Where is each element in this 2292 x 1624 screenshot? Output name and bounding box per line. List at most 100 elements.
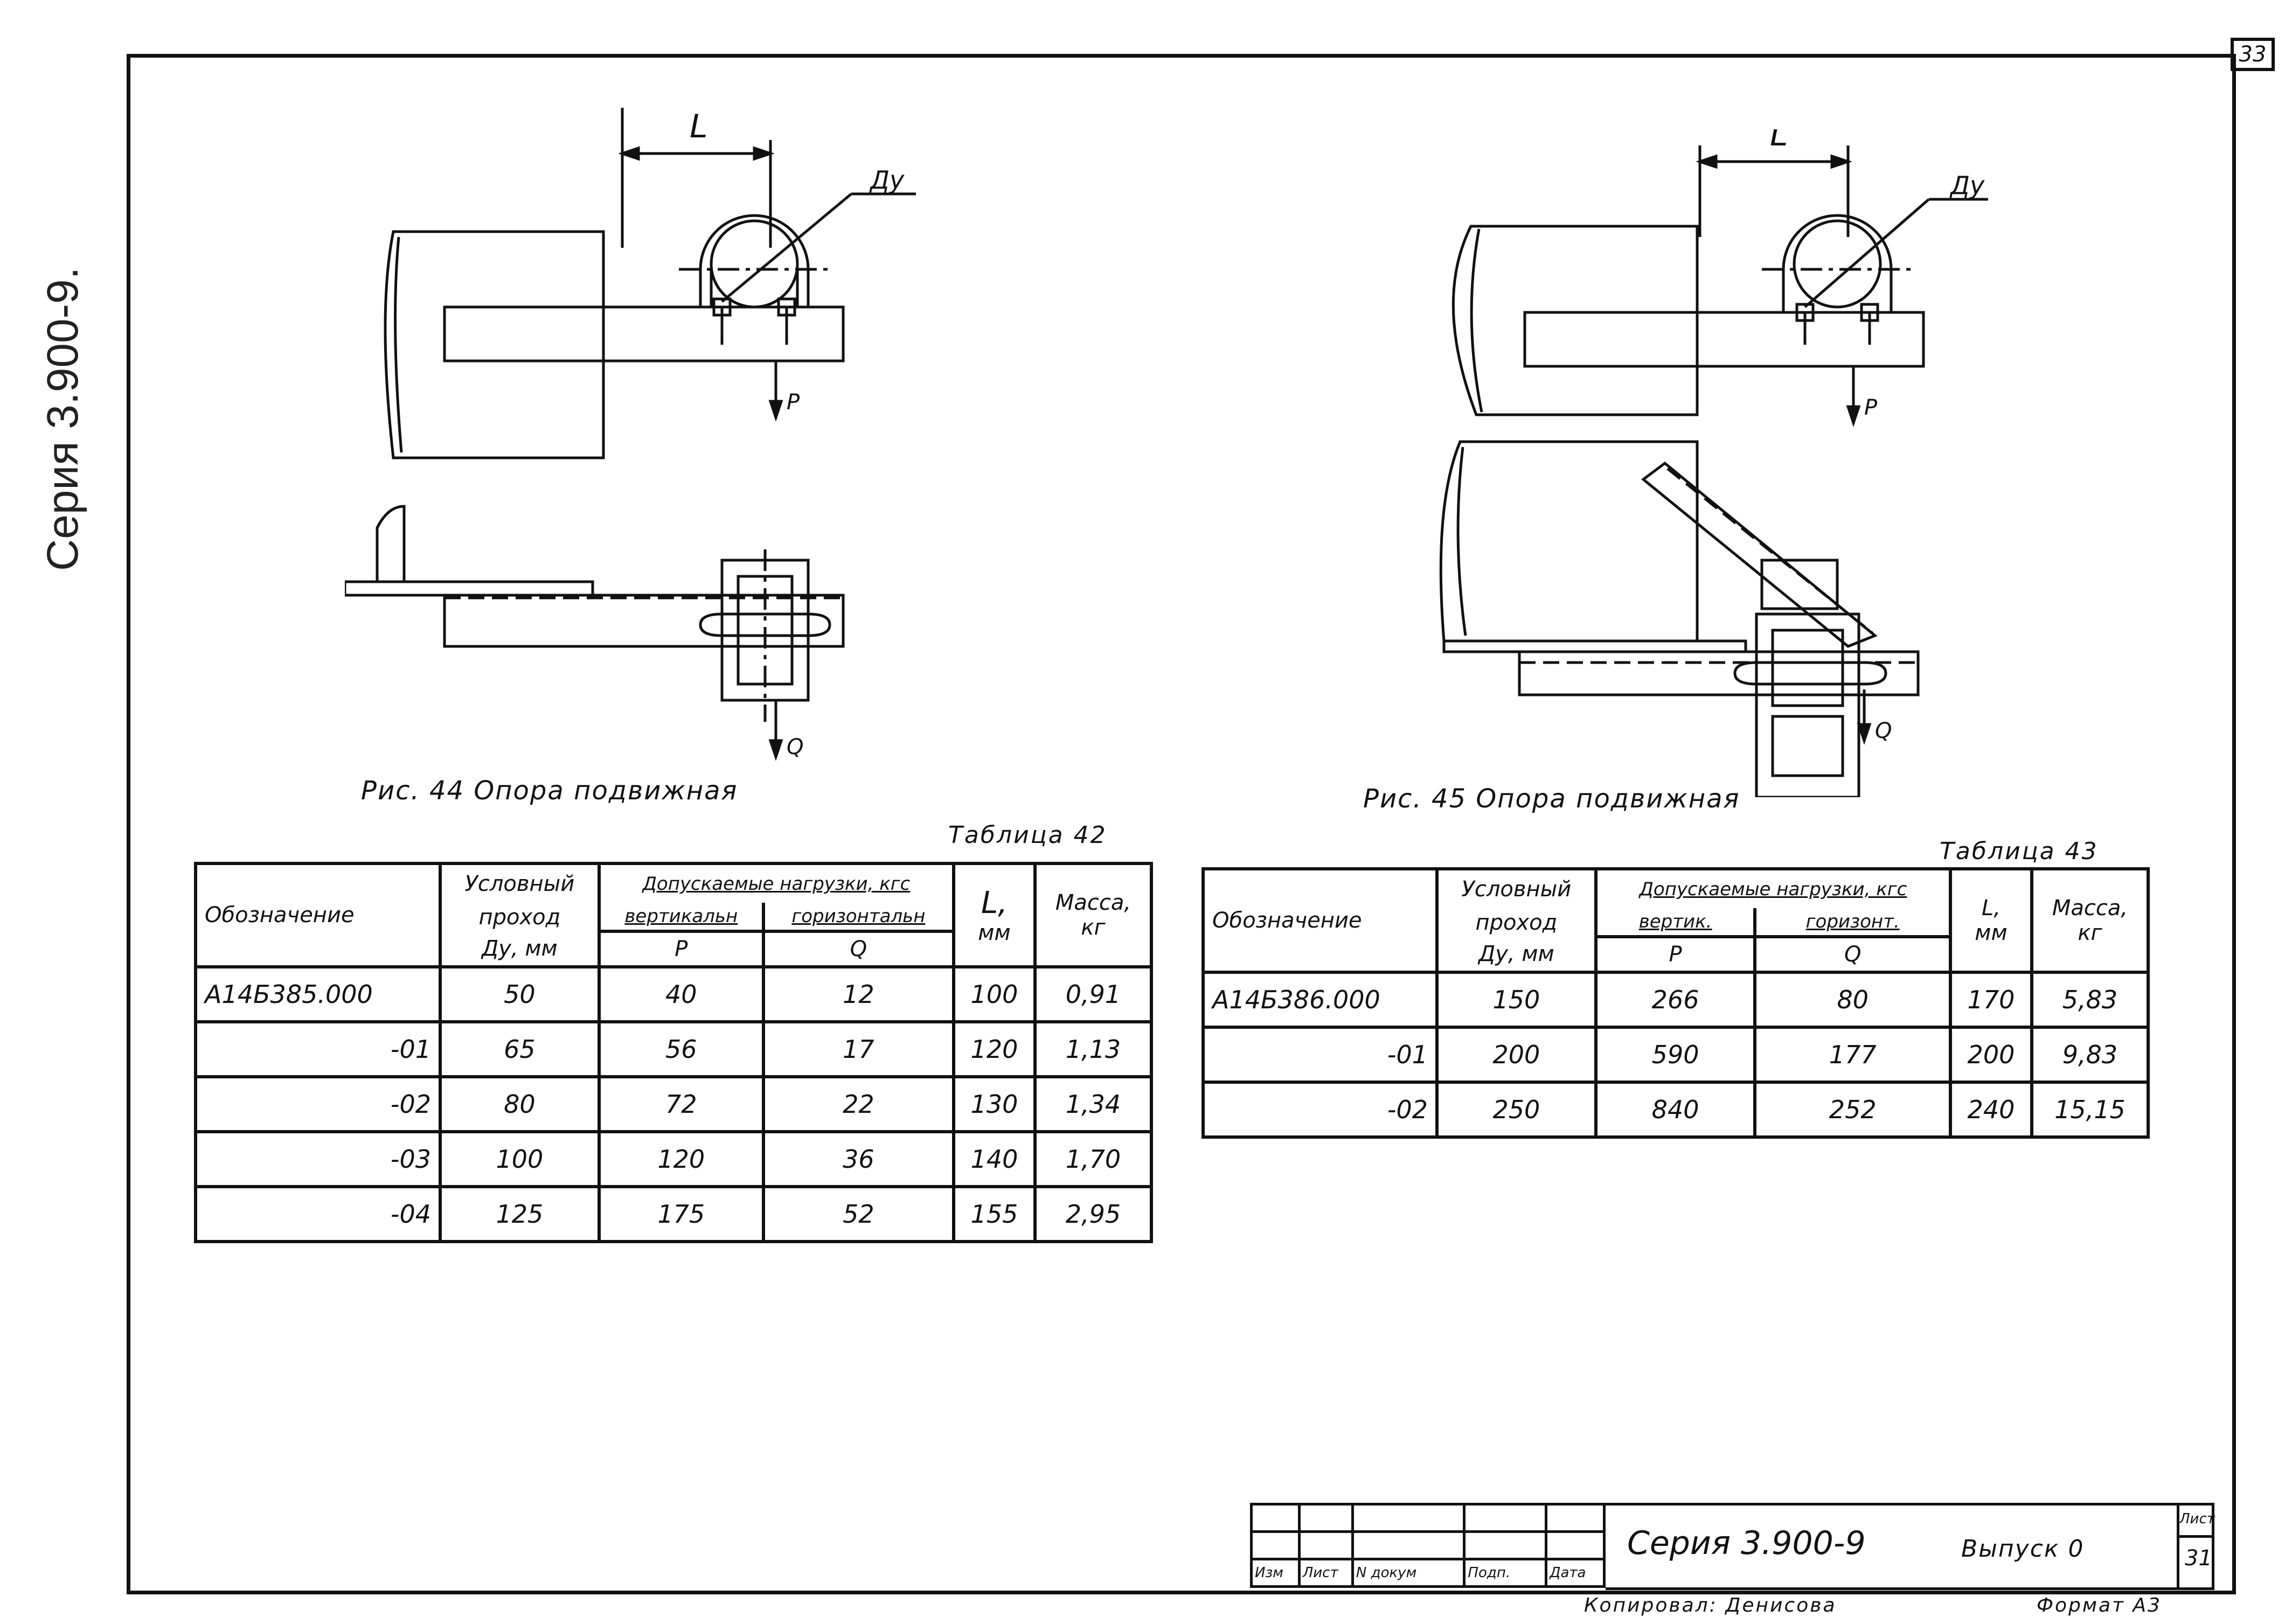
table-row: -02 80 72 22 130 1,34: [194, 1075, 1154, 1133]
t42-r0-q: 12: [761, 965, 955, 1023]
t42-h-length-2: мм: [978, 920, 1011, 945]
fig44-load-q: Q: [787, 735, 803, 759]
t42-h-length: L, мм: [951, 862, 1037, 968]
t43-r0-l: 170: [1948, 971, 2033, 1029]
t43-r2-l: 240: [1948, 1081, 2033, 1139]
table-row: А14Б386.000 150 266 80 170 5,83: [1201, 971, 2150, 1029]
t42-r4-l: 155: [951, 1185, 1037, 1243]
t42-r0-p: 40: [597, 965, 765, 1023]
t42-r4-designation: -04: [194, 1185, 442, 1243]
t42-r3-p: 120: [597, 1130, 765, 1188]
fig45-load-p: P: [1864, 395, 1878, 420]
table-row: А14Б385.000 50 40 12 100 0,91: [194, 965, 1154, 1023]
title-block-main: [1606, 1503, 2214, 1590]
fig44-pipe-label: Ду: [869, 165, 905, 194]
t43-r1-mass: 9,83: [2030, 1026, 2150, 1084]
title-block-issue: Выпуск 0: [1961, 1535, 2085, 1563]
t42-h-mass: Масса, кг: [1033, 862, 1154, 968]
t42-r4-mass: 2,95: [1033, 1185, 1154, 1243]
t42-r4-q: 52: [761, 1185, 955, 1243]
t42-h-loads: Допускаемые нагрузки, кгс: [597, 862, 955, 903]
t43-h-q: Q: [1753, 935, 1952, 974]
fig44-load-p: P: [787, 390, 800, 415]
tb-col-doc: N докум: [1351, 1558, 1466, 1588]
series-side-title: Серия 3.900-9.: [38, 267, 87, 571]
t42-r1-l: 120: [951, 1020, 1037, 1078]
t42-h-mass-2: кг: [1081, 915, 1106, 940]
title-block-sheet-label: Лист: [2179, 1511, 2215, 1527]
drawing-frame: [127, 54, 2236, 1594]
t42-h-length-1: L,: [981, 885, 1008, 921]
t42-h-mass-1: Масса,: [1055, 890, 1131, 915]
t43-r2-du: 250: [1435, 1081, 1598, 1139]
t42-r1-mass: 1,13: [1033, 1020, 1154, 1078]
t42-h-du-3: Ду, мм: [439, 931, 601, 968]
t43-r1-du: 200: [1435, 1026, 1598, 1084]
t43-h-length-1: L,: [1981, 896, 2001, 921]
fig45-load-q: Q: [1875, 719, 1892, 743]
t42-h-du-1: Условный: [439, 862, 601, 903]
t43-r0-p: 266: [1594, 971, 1757, 1029]
title-block-grid: Изм Лист N докум Подп. Дата: [1250, 1503, 1606, 1588]
t42-r0-l: 100: [951, 965, 1037, 1023]
t42-r3-du: 100: [439, 1130, 601, 1188]
t43-r0-mass: 5,83: [2030, 971, 2150, 1029]
t43-h-loads: Допускаемые нагрузки, кгс: [1594, 867, 1952, 908]
t43-r0-q: 80: [1753, 971, 1952, 1029]
title-block-sheet-value: 31: [2185, 1546, 2212, 1571]
t43-r1-q: 177: [1753, 1026, 1952, 1084]
t43-h-mass: Масса, кг: [2030, 867, 2150, 974]
tb-col-sign: Подп.: [1463, 1558, 1548, 1588]
figure-45-caption: Рис. 45 Опора подвижная: [1363, 784, 1740, 814]
t43-r2-mass: 15,15: [2030, 1081, 2150, 1139]
t42-r0-mass: 0,91: [1033, 965, 1154, 1023]
t42-r0-du: 50: [439, 965, 601, 1023]
table-43: Обозначение Условный Допускаемые нагрузк…: [1201, 867, 2150, 1139]
t43-h-du-1: Условный: [1435, 867, 1598, 908]
table-row: -03 100 120 36 140 1,70: [194, 1130, 1154, 1188]
title-block-sheet-line: [2177, 1535, 2214, 1538]
t43-r0-designation: А14Б386.000: [1201, 971, 1439, 1029]
table-row: -04 125 175 52 155 2,95: [194, 1185, 1154, 1243]
t43-h-mass-1: Масса,: [2052, 896, 2128, 921]
table-42: Обозначение Условный Допускаемые нагрузк…: [194, 862, 1154, 1243]
t42-h-p: P: [597, 930, 765, 968]
title-block-sheet-box: [2177, 1503, 2214, 1590]
t43-h-length: L, мм: [1948, 867, 2033, 974]
t43-h-p: P: [1594, 935, 1757, 974]
t42-r2-mass: 1,34: [1033, 1075, 1154, 1133]
fig45-dim-label: L: [1770, 129, 1788, 154]
table-row: -01 65 56 17 120 1,13: [194, 1020, 1154, 1078]
tb-col-date: Дата: [1545, 1558, 1606, 1588]
figure-45-drawing: L Ду P Q: [1439, 129, 1988, 797]
t42-r2-q: 22: [761, 1075, 955, 1133]
fig44-dim-label: L: [690, 108, 707, 145]
t42-r0-designation: А14Б385.000: [194, 965, 442, 1023]
t42-h-designation: Обозначение: [194, 862, 442, 968]
t42-r3-l: 140: [951, 1130, 1037, 1188]
sheet-format: Формат А3: [2037, 1594, 2162, 1616]
figure-44-caption: Рис. 44 Опора подвижная: [361, 776, 738, 806]
t42-h-vertical: вертикальн: [597, 903, 765, 933]
figure-44-drawing: L Ду P Q: [345, 108, 916, 761]
t43-h-vertical: вертик.: [1594, 908, 1757, 938]
t42-r3-q: 36: [761, 1130, 955, 1188]
table-42-label: Таблица 42: [948, 821, 1107, 849]
t42-r2-l: 130: [951, 1075, 1037, 1133]
t42-r1-du: 65: [439, 1020, 601, 1078]
t42-h-du-2: проход: [439, 903, 601, 931]
t43-h-mass-2: кг: [2078, 921, 2102, 945]
t43-r1-p: 590: [1594, 1026, 1757, 1084]
t42-r4-p: 175: [597, 1185, 765, 1243]
t42-r2-p: 72: [597, 1075, 765, 1133]
t43-r1-l: 200: [1948, 1026, 2033, 1084]
t43-h-du-3: Ду, мм: [1435, 937, 1598, 974]
t43-r0-du: 150: [1435, 971, 1598, 1029]
t42-h-horizontal: горизонтальн: [761, 903, 955, 933]
t42-h-q: Q: [761, 930, 955, 968]
fig45-pipe-label: Ду: [1949, 171, 1985, 200]
t42-r1-designation: -01: [194, 1020, 442, 1078]
t42-r2-designation: -02: [194, 1075, 442, 1133]
t42-r1-q: 17: [761, 1020, 955, 1078]
t42-r4-du: 125: [439, 1185, 601, 1243]
